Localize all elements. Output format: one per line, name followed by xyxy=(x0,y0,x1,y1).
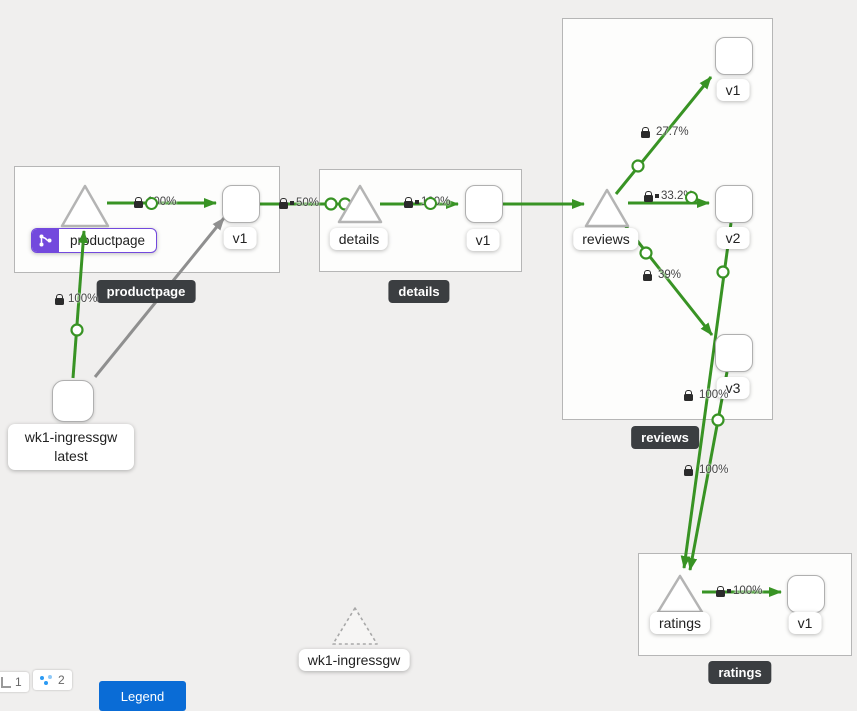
edge-percent: 100% xyxy=(68,293,98,305)
badge-reviews: reviews xyxy=(631,426,699,449)
label-reviews-v2: v2 xyxy=(716,227,750,249)
node-ingressgw-workload[interactable] xyxy=(52,380,94,422)
edge-label-reviews-to-v1: 27.7% xyxy=(641,126,689,138)
edge-percent: 50% xyxy=(296,197,320,209)
graph-summary-chip-1[interactable]: 1 xyxy=(0,672,29,692)
node-productpage-service[interactable] xyxy=(60,184,110,228)
edge-label-reviews-to-v3: 39% xyxy=(643,269,681,281)
node-details-service[interactable] xyxy=(337,184,383,224)
productpage-service-badge[interactable]: productpage xyxy=(31,228,158,253)
edge-label-v2-to-ratings: 100% xyxy=(684,389,728,401)
mtls-lock-icon xyxy=(55,294,64,305)
mtls-lock-icon xyxy=(644,191,653,202)
edge-label-productpage-to-v1: 100% xyxy=(134,196,176,210)
badge-details: details xyxy=(388,280,450,303)
edge-decorator-circle xyxy=(145,197,158,210)
edge-label-details-to-v1: 100% xyxy=(404,196,450,210)
label-ratings-v1: v1 xyxy=(788,612,822,634)
mtls-lock-icon xyxy=(643,270,652,281)
label-reviews-v3: v3 xyxy=(716,377,750,399)
edge-decorator-circle xyxy=(685,191,698,204)
label-reviews-service: reviews xyxy=(573,228,639,250)
edge-ingressgw-to-productpage[interactable] xyxy=(71,230,89,379)
virtual-service-icon xyxy=(32,229,59,252)
edge-label-ratings-to-v1: 100% xyxy=(716,585,762,597)
label-ratings-service: ratings xyxy=(649,612,711,634)
mtls-lock-icon xyxy=(716,586,725,597)
edge-reviews-v2-to-ratings[interactable] xyxy=(680,222,733,569)
edge-reviews-to-v1[interactable] xyxy=(614,76,713,195)
node-productpage-v1[interactable] xyxy=(222,185,260,223)
label-details-v1: v1 xyxy=(466,229,500,251)
nodes-icon xyxy=(40,674,54,686)
edge-label-v1-to-details: 50% xyxy=(279,197,319,209)
node-reviews-v3[interactable] xyxy=(715,334,753,372)
edge-label-v3-to-ratings: 100% xyxy=(684,464,728,476)
mtls-lock-icon xyxy=(684,465,693,476)
edge-decorator-circle xyxy=(631,159,645,173)
node-ratings-service[interactable] xyxy=(656,574,704,614)
edge-label-reviews-to-v2: 33.2% xyxy=(644,190,698,204)
label-ingressgw-workload: wk1-ingressgw latest xyxy=(8,424,134,470)
label-productpage-v1: v1 xyxy=(223,227,257,249)
edge-decorator-circle xyxy=(70,323,84,337)
label-reviews-v1: v1 xyxy=(716,79,750,101)
edge-decorator-circle xyxy=(424,197,437,210)
node-idle-ingressgw-service[interactable] xyxy=(332,607,378,645)
graph-summary-count: 2 xyxy=(58,673,65,687)
edge-decorator-circle xyxy=(639,246,653,260)
edge-percent: 100% xyxy=(733,585,763,597)
legend-button[interactable]: Legend xyxy=(99,681,186,711)
graph-summary-chip-2[interactable]: 2 xyxy=(33,670,72,690)
node-details-v1[interactable] xyxy=(465,185,503,223)
edge-decorator-circle xyxy=(711,413,725,427)
edge-percent: 100% xyxy=(699,389,729,401)
mtls-lock-icon xyxy=(684,390,693,401)
mtls-lock-icon xyxy=(641,127,650,138)
badge-ratings: ratings xyxy=(708,661,772,684)
node-reviews-v2[interactable] xyxy=(715,185,753,223)
edge-decorator-circle xyxy=(324,197,338,211)
edge-label-dot xyxy=(655,194,659,198)
label-idle-ingressgw: wk1-ingressgw xyxy=(298,649,410,671)
edge-label-dot xyxy=(290,201,294,205)
edge-reviews-v3-to-ratings[interactable] xyxy=(687,371,729,571)
mtls-lock-icon xyxy=(134,197,143,208)
edge-decorator-circle xyxy=(716,265,730,279)
edge-percent: 39% xyxy=(658,269,682,281)
productpage-service-label: productpage xyxy=(70,233,146,248)
node-reviews-service[interactable] xyxy=(584,188,630,228)
kiali-graph-canvas: { "colors": { "edge_green": "#389324", "… xyxy=(0,18,852,711)
graph-icon xyxy=(1,676,11,688)
node-reviews-v1[interactable] xyxy=(715,37,753,75)
label-details-service: details xyxy=(329,228,389,250)
edge-label-ingress-to-productpage: 100% xyxy=(55,293,97,305)
graph-summary-count: 1 xyxy=(15,675,22,689)
mtls-lock-icon xyxy=(279,198,288,209)
badge-productpage: productpage xyxy=(96,280,196,303)
edge-percent: 100% xyxy=(699,464,729,476)
edge-percent: 27.7% xyxy=(656,126,689,138)
mtls-lock-icon xyxy=(404,197,413,208)
node-ratings-v1[interactable] xyxy=(787,575,825,613)
edge-label-dot xyxy=(727,589,731,593)
edge-label-dot xyxy=(415,200,419,204)
